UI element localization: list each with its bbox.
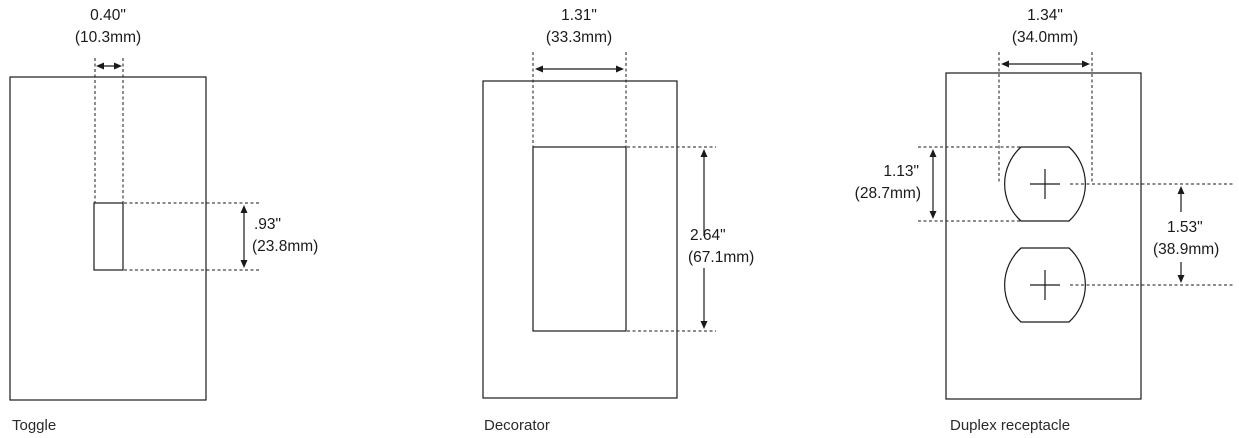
toggle-opening xyxy=(93,202,124,271)
toggle-width-arrow-right xyxy=(114,62,122,70)
duplex-caption: Duplex receptacle xyxy=(950,417,1070,434)
toggle-height-arrow-bottom xyxy=(240,260,248,268)
duplex-width-arrow-right xyxy=(1082,60,1090,68)
duplex-spacing-inches: 1.53" xyxy=(1167,219,1203,236)
toggle-wallplate xyxy=(9,76,207,401)
decorator-height-mm: (67.1mm) xyxy=(688,249,754,266)
duplex-outlet-height-inches: 1.13" xyxy=(883,163,919,180)
decorator-wallplate xyxy=(482,80,678,399)
toggle-height-arrow-top xyxy=(240,205,248,213)
duplex-wallplate xyxy=(945,72,1142,400)
toggle-width-mm: (10.3mm) xyxy=(75,29,141,46)
duplex-spacing-arrow-bottom xyxy=(1177,275,1185,283)
toggle-width-arrow-left xyxy=(96,62,104,70)
decorator-plate-group: 1.31" (33.3mm) 2.64" (67.1mm) Decorator xyxy=(482,7,754,434)
decorator-height-inches: 2.64" xyxy=(690,227,726,244)
decorator-height-arrow-top xyxy=(700,149,708,157)
duplex-outlet-height-mm: (28.7mm) xyxy=(855,185,921,202)
toggle-height-inches: .93" xyxy=(254,216,281,233)
toggle-plate-group: 0.40" (10.3mm) .93" (23.8mm) Toggle xyxy=(9,7,318,434)
duplex-plate-group: 1.34" (34.0mm) 1.13" (28.7mm) 1.53" (38.… xyxy=(855,7,1233,434)
duplex-outlet-height-arrow-top xyxy=(929,149,937,157)
duplex-spacing-mm: (38.9mm) xyxy=(1153,241,1219,258)
decorator-caption: Decorator xyxy=(484,417,550,434)
duplex-upper-outlet-opening xyxy=(1004,146,1086,222)
toggle-caption: Toggle xyxy=(12,417,56,434)
toggle-height-mm: (23.8mm) xyxy=(252,238,318,255)
decorator-width-mm: (33.3mm) xyxy=(546,29,612,46)
duplex-width-inches: 1.34" xyxy=(1027,7,1063,24)
duplex-outlet-height-arrow-bottom xyxy=(929,211,937,219)
duplex-lower-outlet-opening xyxy=(1004,247,1086,323)
decorator-height-arrow-bottom xyxy=(700,321,708,329)
duplex-spacing-arrow-top xyxy=(1177,186,1185,194)
decorator-width-inches: 1.31" xyxy=(561,7,597,24)
duplex-width-mm: (34.0mm) xyxy=(1012,29,1078,46)
toggle-width-inches: 0.40" xyxy=(90,7,126,24)
decorator-width-arrow-right xyxy=(616,65,624,73)
decorator-width-arrow-left xyxy=(535,65,543,73)
decorator-opening xyxy=(532,146,627,332)
duplex-width-arrow-left xyxy=(1001,60,1009,68)
